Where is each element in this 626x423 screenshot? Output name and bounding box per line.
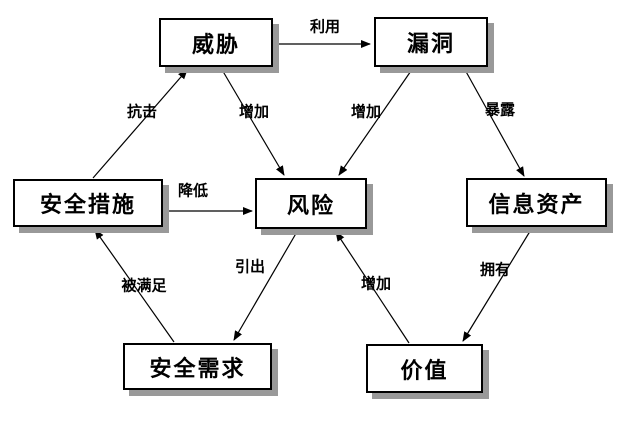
node-risk-label: 风险: [286, 192, 335, 218]
edge-requirements-measures: [94, 229, 175, 343]
edge-label-exploit: 利用: [309, 18, 341, 36]
node-security-requirements-label: 安全需求: [149, 355, 246, 381]
node-security-measures-label: 安全措施: [39, 192, 136, 217]
edge-vulnerability-assets: [463, 67, 525, 177]
node-information-assets: 信息资产: [466, 178, 607, 227]
node-vulnerability: 漏洞: [374, 17, 488, 67]
edge-label-increase-value: 增加: [360, 275, 392, 293]
edge-value-risk: [335, 231, 410, 344]
node-security-measures: 安全措施: [13, 179, 163, 227]
node-value-label: 价值: [400, 357, 449, 383]
edge-label-reduce: 降低: [177, 182, 209, 200]
edge-label-lead-to: 引出: [234, 258, 266, 276]
node-security-requirements: 安全需求: [123, 343, 272, 390]
edge-threat-risk: [220, 67, 285, 176]
edge-label-own: 拥有: [479, 261, 511, 279]
edge-vulnerability-risk: [338, 67, 414, 176]
edge-risk-requirements: [233, 229, 299, 341]
node-threat-label: 威胁: [191, 31, 240, 57]
edge-label-satisfied-by: 被满足: [121, 277, 167, 295]
node-risk: 风险: [255, 178, 367, 229]
edge-label-increase-vuln: 增加: [350, 103, 382, 121]
node-vulnerability-label: 漏洞: [406, 31, 455, 56]
node-threat: 威胁: [159, 18, 273, 67]
edge-assets-value: [462, 227, 533, 342]
edge-measures-threat: [92, 69, 188, 179]
node-value: 价值: [366, 344, 483, 393]
edge-label-increase-threat: 增加: [238, 103, 270, 121]
edge-label-counter: 抗击: [126, 103, 158, 121]
node-information-assets-label: 信息资产: [488, 191, 585, 217]
edge-label-expose: 暴露: [484, 101, 516, 119]
